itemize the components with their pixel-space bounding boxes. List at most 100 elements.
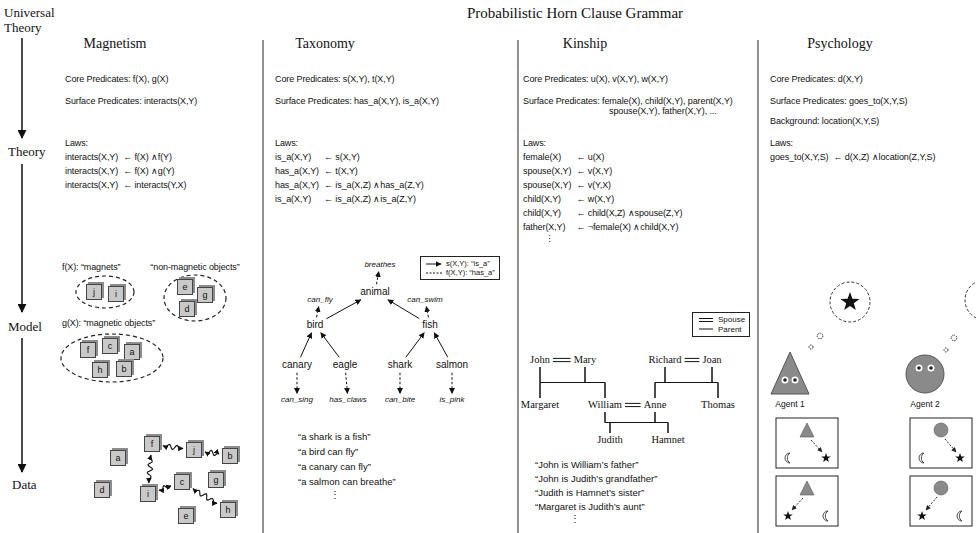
level-arrows [21,38,23,472]
level-label: Data [12,478,37,493]
predicate-text: Laws: [65,138,88,148]
object-cube: e [178,508,194,524]
parent-line [585,367,605,398]
law-body: ← s(X,Y) [324,152,360,162]
set-ellipse: f(X): “magnets”ji [75,275,135,309]
set-ellipse: g(X): “magnetic objects”fcahb [60,333,164,383]
person-name: Richard [647,354,682,366]
predicate-text: Surface Predicates: interacts(X,Y) [65,96,197,106]
cube-letter: e [183,511,188,521]
node-text: can_swim [407,295,443,304]
node-text: Anne [644,399,667,410]
node-text: can_fly [307,295,332,304]
category-node: canary [281,359,313,371]
predicate-text: Surface Predicates: female(X), child(X,Y… [523,96,755,117]
object-cube: d [94,482,110,498]
cube-letter: j [93,287,95,297]
cube-letter: g [202,290,207,300]
law-head: is_a(X,Y) [275,194,311,204]
property-node: can_fly [306,295,333,304]
interaction-arrow [159,486,171,491]
column-heading: Taxonomy [295,36,355,52]
node-text: Thomas [701,399,735,410]
object-cube: j [86,284,102,300]
object-cube: i [108,286,124,302]
data-sentence: “John is Judith’s grandfather” [535,474,657,485]
node-text: breathes [364,260,395,269]
law-body: ← interacts(Y,X) [123,180,186,190]
node-text: fish [422,319,438,330]
law-body: ← ¬female(X) ∧child(X,Y) [576,222,678,232]
predicate-text: Core Predicates: f(X), g(X) [65,74,168,84]
is-a-arrow [321,333,339,358]
parent-line [655,412,668,433]
cube-letter: a [129,347,134,357]
node-text: Judith [597,434,623,445]
predicate-text: Surface Predicates: goes_to(X,Y,S) [770,96,908,106]
property-node: breathes [363,260,396,269]
node-text: Richard [648,354,681,365]
law-body: ← child(X,Z) ∧spouse(Z,Y) [576,208,682,218]
law-head: child(X,Y) [523,194,561,204]
cube-letter: e [182,282,187,292]
predicate-text: Laws: [275,138,298,148]
law-head: goes_to(X,Y,S) [770,152,828,162]
law-head: interacts(X,Y) [65,166,118,176]
node-text: eagle [333,359,357,370]
law-body: ← d(X,Z) ∧location(Z,Y,S) [833,152,935,162]
node-text: can_sing [281,395,313,404]
object-cube: d [179,301,195,317]
data-sentence: “a shark is a fish” [298,432,370,443]
cube-letter: c [108,341,113,351]
person-name: Margaret [520,399,560,411]
law-head: female(X) [523,152,561,162]
legend-row: Parent [697,325,745,335]
category-node: animal [359,286,390,298]
interaction-arrow [193,489,217,504]
category-node: salmon [435,359,469,371]
cube-letter: b [227,451,232,461]
predicate-text: ⋮ [545,234,554,244]
property-node: can_sing [280,395,314,404]
law-head: child(X,Y) [523,208,561,218]
person-name: Anne [643,399,668,411]
legend-box: s(X,Y): “is_a”f(X,Y): “has_a” [420,256,500,280]
node-text: bird [307,319,324,330]
predicate-text: Core Predicates: u(X), v(X,Y), w(X,Y) [523,74,668,84]
node-text: Mary [574,354,597,365]
data-sentence: “John is William’s father” [535,460,638,471]
object-cube: g [208,472,224,488]
ellipse-outline [163,274,227,322]
legend-text: s(X,Y): “is_a” [446,259,490,268]
law-body: ← v(X,Y) [576,166,612,176]
object-cube: f [144,436,160,452]
legend-sample [425,260,443,268]
node-text: canary [282,359,312,370]
person-name: John [529,354,551,366]
cube-letter: f [151,439,154,449]
object-cube: b [222,448,238,464]
object-cube: j [186,442,202,458]
has-a-arrow [452,373,453,394]
interaction-arrow [163,444,183,449]
legend-text: Spouse [718,315,745,325]
data-sentence: “a salmon can breathe” [298,477,396,488]
law-head: is_a(X,Y) [275,152,311,162]
data-sentence: “a canary can fly” [298,462,371,473]
law-body: ← u(X) [576,152,604,162]
predicate-text: Core Predicates: s(X,Y), t(X,Y) [275,74,394,84]
object-cube: b [116,361,132,377]
data-sentence: ⋮ [570,514,580,525]
cube-letter: c [180,477,185,487]
set-heading: f(X): “magnets” [62,262,121,272]
person-name: Mary [573,354,598,366]
node-text: Margaret [521,399,559,410]
law-head: spouse(X,Y) [523,166,571,176]
agent-label: Agent 1 [775,400,804,410]
object-cube: g [197,287,213,303]
predicate-text: Background: location(X,Y,S) [770,116,879,126]
parent-line [712,367,718,398]
legend-sample [697,316,715,324]
parent-line [605,412,668,433]
level-label: Theory [8,145,46,160]
